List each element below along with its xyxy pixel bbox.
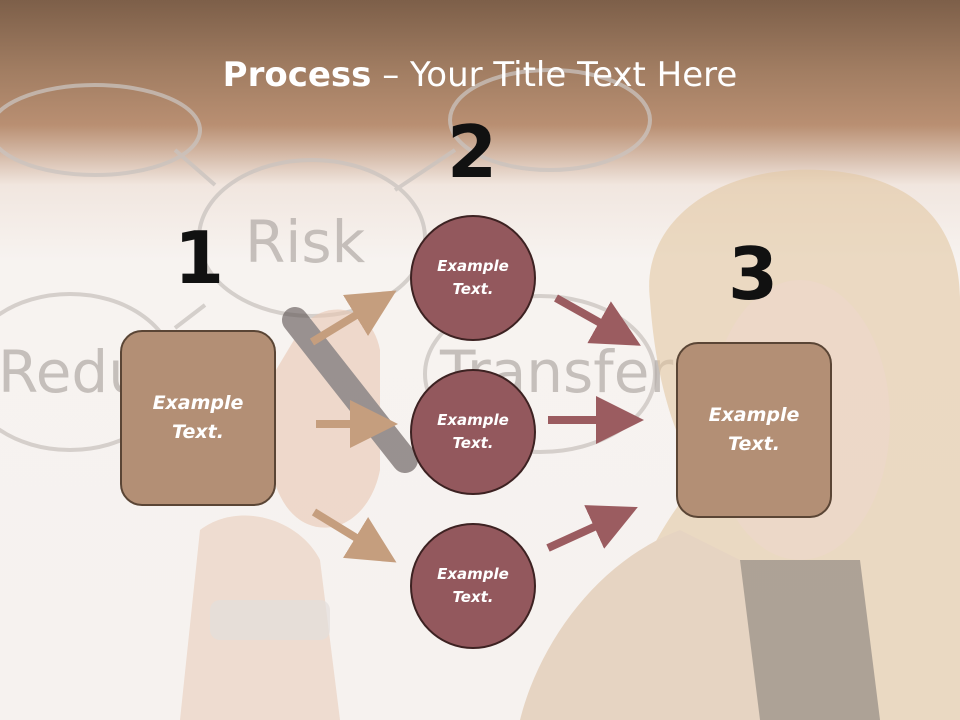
title-bold-text: Process — [222, 55, 372, 95]
arrow-box1-to-circle-top — [309, 290, 397, 346]
arrow-circle-bottom-to-box3 — [546, 505, 638, 552]
circle-bottom-text: Example Text. — [437, 565, 509, 606]
bg-word-risk: Risk — [245, 208, 366, 276]
step-2-circle-top: Example Text. — [410, 215, 536, 341]
step-number-1: 1 — [173, 216, 225, 300]
circle-middle-text: Example Text. — [437, 411, 509, 452]
arrow-box1-to-circle-bottom — [311, 508, 397, 563]
step-1-box-text: Example Text. — [152, 392, 244, 443]
step-2-circle-middle: Example Text. — [410, 369, 536, 495]
step-1-box: Example Text. — [120, 330, 276, 506]
step-number-2: 2 — [446, 110, 498, 194]
step-3-box-text: Example Text. — [708, 404, 800, 455]
title-separator: – — [371, 55, 411, 95]
title-rest-text: Your Title Text Here — [410, 55, 738, 95]
circle-top-text: Example Text. — [437, 257, 509, 298]
step-number-3: 3 — [727, 232, 779, 316]
slide-title: Process – Your Title Text Here — [0, 52, 960, 98]
step-3-box: Example Text. — [676, 342, 832, 518]
step-2-circle-bottom: Example Text. — [410, 523, 536, 649]
arrow-circle-top-to-box3 — [554, 294, 641, 346]
